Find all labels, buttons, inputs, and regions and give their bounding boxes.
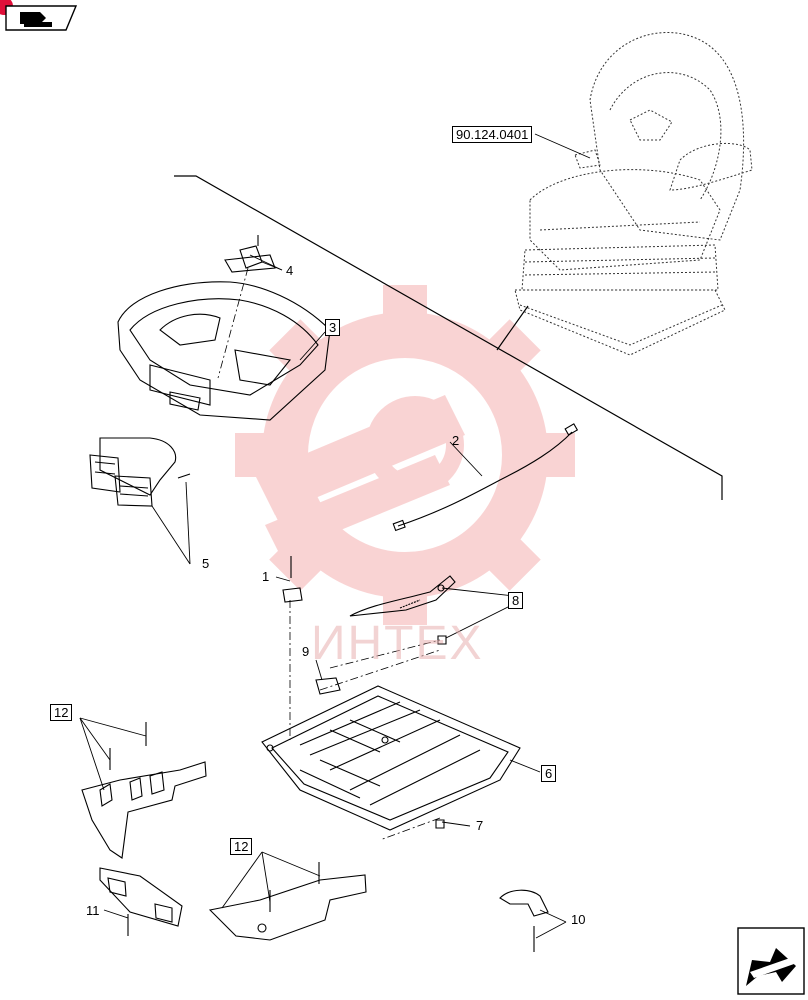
clip-part bbox=[499, 889, 549, 952]
callout-3[interactable]: 3 bbox=[325, 319, 341, 336]
adjustment-lever bbox=[349, 575, 456, 645]
book-icon bbox=[20, 12, 46, 24]
callout-12-lower[interactable]: 12 bbox=[230, 838, 253, 855]
forward-nav-box[interactable] bbox=[737, 927, 805, 995]
callout-10[interactable]: 10 bbox=[571, 912, 586, 927]
callout-1[interactable]: 1 bbox=[262, 569, 270, 584]
back-nav-box[interactable] bbox=[5, 5, 78, 31]
latch-part bbox=[315, 677, 341, 695]
leader-lines bbox=[79, 133, 591, 939]
callout-5[interactable]: 5 bbox=[202, 556, 210, 571]
callout-7[interactable]: 7 bbox=[476, 818, 484, 833]
seat-assembly bbox=[514, 32, 753, 356]
callout-6[interactable]: 6 bbox=[541, 765, 557, 782]
base-plate bbox=[261, 685, 521, 831]
side-cover-bottom bbox=[208, 862, 367, 941]
bracket-plate bbox=[282, 556, 303, 603]
callout-8[interactable]: 8 bbox=[508, 592, 524, 609]
callout-2[interactable]: 2 bbox=[452, 433, 460, 448]
seat-cushion-base bbox=[117, 235, 331, 421]
callout-11[interactable]: 11 bbox=[86, 903, 100, 918]
reference-frame bbox=[174, 175, 723, 500]
cable-harness bbox=[392, 423, 579, 532]
side-cover-left bbox=[81, 722, 207, 859]
callout-4[interactable]: 4 bbox=[286, 263, 294, 278]
reference-code-label[interactable]: 90.124.0401 bbox=[452, 126, 533, 143]
callout-12-upper[interactable]: 12 bbox=[50, 704, 73, 721]
watermark-gear bbox=[235, 285, 575, 625]
watermark-text: ИНТЕХ bbox=[311, 617, 484, 670]
callout-9[interactable]: 9 bbox=[302, 644, 310, 659]
foam-pads bbox=[89, 437, 191, 507]
front-bracket bbox=[99, 867, 183, 936]
